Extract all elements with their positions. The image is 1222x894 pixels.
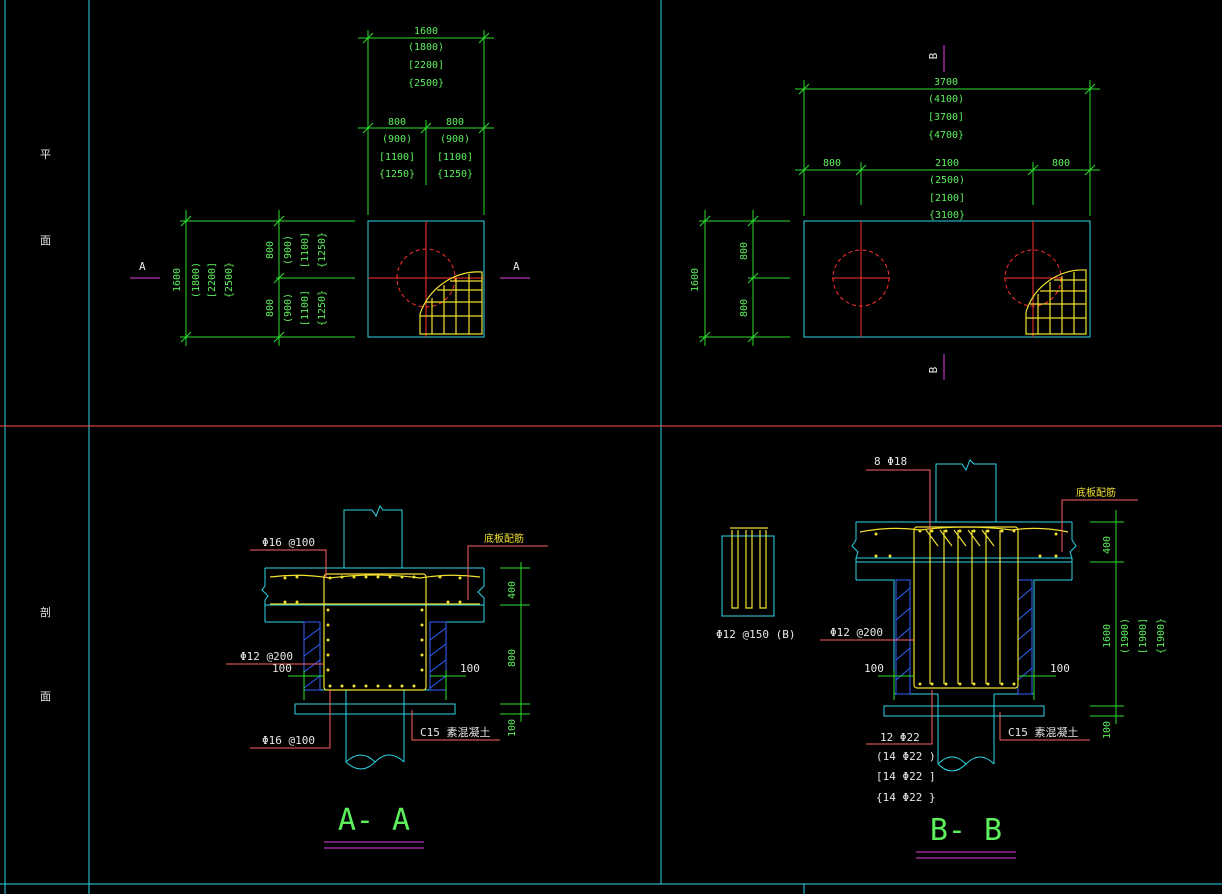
section-a-cover-left: 100 — [272, 662, 292, 675]
plan-b-height-total: 1600 — [690, 268, 701, 292]
side-label-plan-top: 平 — [40, 148, 51, 161]
plan-a-height-bot-3: {1250} — [317, 290, 328, 326]
plan-b-width-dim-1: (4100) — [928, 94, 964, 105]
plan-a-height-top-1: (900) — [283, 235, 294, 265]
plan-b-width-dim-2: [3700] — [928, 112, 964, 123]
plan-b-seg-mid-3: {3100} — [929, 210, 965, 221]
plan-b-cap-outline — [803, 220, 1091, 338]
section-b-cover-right: 100 — [1050, 662, 1070, 675]
section-b-dim-top: 400 — [1102, 536, 1113, 554]
plan-a-width-dim-0: 1600 — [414, 26, 438, 37]
plan-a-half-right-1: (900) — [440, 134, 470, 145]
section-b-concrete: C15 素混凝土 — [1008, 725, 1079, 739]
plan-a: 1600 (1800) [2200] {2500} 800 (900) [110… — [130, 26, 530, 346]
plan-b-cut-bottom: B — [927, 366, 940, 373]
section-b-title: B- B — [930, 813, 1002, 848]
plan-b-cut-top: B — [927, 52, 940, 59]
plan-b-seg-mid-1: (2500) — [929, 175, 965, 186]
plan-a-height-top-3: {1250} — [317, 232, 328, 268]
section-a-slab-rebar: 底板配筋 — [484, 532, 524, 545]
plan-a-width-dim-1: (1800) — [408, 42, 444, 53]
section-b-stirrup: Φ12 @150 (B) — [716, 628, 795, 641]
plan-a-height-bot-0: 800 — [265, 299, 276, 317]
section-a-cover-right: 100 — [460, 662, 480, 675]
plan-b-seg-right: 800 — [1052, 158, 1070, 169]
section-a-dim-mid: 800 — [507, 649, 518, 667]
plan-a-half-right-0: 800 — [446, 117, 464, 128]
plan-a-cut-right: A — [513, 260, 520, 273]
side-label-section-top: 剖 — [40, 605, 51, 619]
section-b-main-bars-1: (14 Φ22 ) — [876, 750, 936, 763]
plan-a-height-bot-1: (900) — [283, 293, 294, 323]
section-b-dim-mid-0: 1600 — [1102, 624, 1113, 648]
section-a-concrete: C15 素混凝土 — [420, 725, 491, 739]
section-b-dim-mid-2: [1900] — [1138, 618, 1149, 654]
plan-a-half-right-3: {1250} — [437, 169, 473, 180]
plan-a-height-total-1: (1800) — [191, 262, 202, 298]
plan-b-seg-left: 800 — [823, 158, 841, 169]
plan-b-width-dim-0: 3700 — [934, 77, 958, 88]
section-b-side-rebar: Φ12 @200 — [830, 626, 883, 639]
plan-b-height-top: 800 — [739, 242, 750, 260]
plan-b-seg-mid-2: [2100] — [929, 193, 965, 204]
plan-a-half-left-1: (900) — [382, 134, 412, 145]
side-label-plan-bottom: 面 — [40, 234, 51, 247]
plan-a-height-total-3: {2500} — [224, 262, 235, 298]
plan-b-pile-circle-left — [832, 249, 890, 307]
plan-b: 3700 (4100) [3700] {4700} 800 2100 (2500… — [690, 45, 1100, 380]
plan-b-seg-mid-0: 2100 — [935, 158, 959, 169]
plan-a-half-left-3: {1250} — [379, 169, 415, 180]
section-b-cover-left: 100 — [864, 662, 884, 675]
section-b-dim-mid-3: {1900} — [1156, 618, 1167, 654]
plan-a-height-bot-2: [1100] — [300, 290, 311, 326]
section-a-top-rebar: Φ16 @100 — [262, 536, 315, 549]
plan-b-width-dim-3: {4700} — [928, 130, 964, 141]
section-b-dim-mid-1: (1900) — [1120, 618, 1131, 654]
plan-a-half-left-0: 800 — [388, 117, 406, 128]
section-b-main-bars-3: {14 Φ22 } — [876, 791, 936, 804]
section-a-dim-bot: 100 — [507, 719, 518, 737]
plan-b-pile-circle-right — [1004, 249, 1062, 307]
section-a-dim-top: 400 — [507, 581, 518, 599]
plan-b-height-bot: 800 — [739, 299, 750, 317]
section-b-top-bars: 8 Φ18 — [874, 455, 907, 468]
section-b-slab-rebar: 底板配筋 — [1076, 486, 1116, 499]
plan-a-half-left-2: [1100] — [379, 152, 415, 163]
section-a-title: A- A — [338, 803, 410, 838]
plan-b-rebar-grid — [1025, 269, 1087, 335]
side-label-section-bottom: 面 — [40, 690, 51, 703]
plan-a-width-dim-3: {2500} — [408, 78, 444, 89]
plan-a-rebar-grid — [419, 271, 483, 335]
section-b: Φ12 @150 (B) — [716, 455, 1167, 859]
section-a-side-rebar: Φ12 @200 — [240, 650, 293, 663]
plan-a-height-total-2: [2200] — [207, 262, 218, 298]
section-b-main-bars-2: [14 Φ22 ] — [876, 770, 936, 783]
section-b-dim-bot: 100 — [1102, 721, 1113, 739]
plan-a-pile-circle — [396, 248, 456, 308]
plan-a-height-total-0: 1600 — [172, 268, 183, 292]
plan-a-height-top-0: 800 — [265, 241, 276, 259]
plan-a-width-dim-2: [2200] — [408, 60, 444, 71]
section-a-bottom-rebar: Φ16 @100 — [262, 734, 315, 747]
plan-a-cut-left: A — [139, 260, 146, 273]
section-a: Φ16 @100 底板配筋 Φ12 @200 Φ16 @100 C15 素混凝土… — [226, 504, 548, 849]
plan-a-half-right-2: [1100] — [437, 152, 473, 163]
section-b-main-bars-0: 12 Φ22 — [880, 731, 920, 744]
plan-a-height-top-2: [1100] — [300, 232, 311, 268]
